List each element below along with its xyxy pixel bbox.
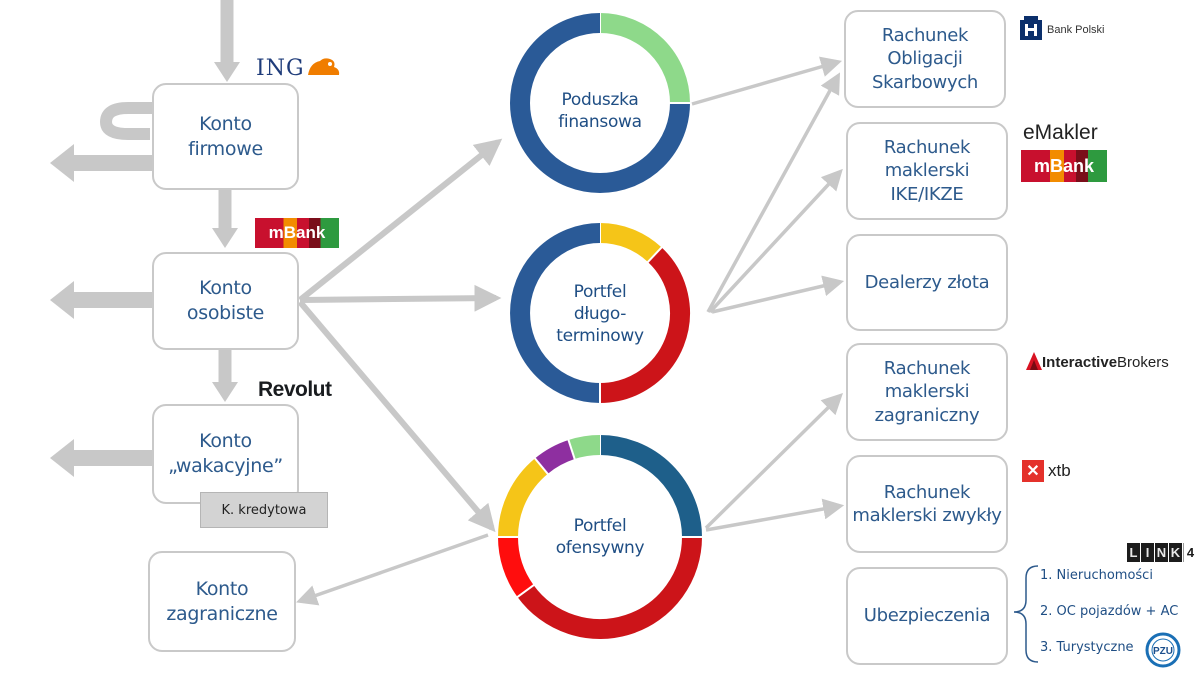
xtb-logo: xtb <box>1048 461 1071 480</box>
insurance-brace <box>1013 565 1039 663</box>
konto-firmowe-box[interactable]: Konto firmowe <box>152 83 299 190</box>
mbank-logo-small: mBank <box>255 218 339 248</box>
allocation-arrows <box>297 138 503 533</box>
flow-arrows-vertical <box>212 0 240 402</box>
rachunek-zagraniczny-box[interactable]: Rachunek maklerski zagraniczny <box>846 343 1008 441</box>
konto-zagraniczne-box[interactable]: Konto zagraniczne <box>148 551 296 652</box>
ring-label-offensive: Portfel ofensywny <box>555 515 645 558</box>
konto-osobiste-box[interactable]: Konto osobiste <box>152 252 299 350</box>
link4-letter: N <box>1155 543 1168 562</box>
insurance-item-3: 3. Turystyczne <box>1040 640 1134 655</box>
link4-letter: K <box>1169 543 1182 562</box>
loop-arrow <box>99 102 152 140</box>
outflow-arrows <box>50 144 152 477</box>
interactive-brokers-bold: Interactive <box>1042 354 1118 371</box>
rachunek-zwykly-box[interactable]: Rachunek maklerski zwykły <box>846 455 1008 553</box>
ring-cushion <box>510 12 691 193</box>
ring-segment-offensive-4 <box>534 439 575 475</box>
mbank-logo-large: mBank <box>1021 150 1107 182</box>
ring-separator <box>567 438 576 461</box>
emakler-logo: eMakler <box>1023 121 1098 144</box>
ring-segment-offensive-5 <box>568 435 601 460</box>
ring-segment-cushion-0 <box>599 13 690 104</box>
revolut-logo: Revolut <box>258 378 332 401</box>
ring-segment-cushion-1 <box>510 13 690 193</box>
pzu-logo-text: PZU <box>1153 646 1173 657</box>
ring-separator <box>646 245 664 264</box>
ring-segment-offensive-1 <box>517 536 702 639</box>
xtb-icon: ✕ <box>1022 460 1044 482</box>
distribution-arrows <box>296 56 845 606</box>
ring-separator <box>533 456 550 476</box>
ubezpieczenia-box[interactable]: Ubezpieczenia <box>846 567 1008 665</box>
pko-logo-text: Bank Polski <box>1047 24 1105 36</box>
ring-label-cushion: Poduszka finansowa <box>558 89 642 132</box>
ring-longterm <box>510 222 690 404</box>
konto-wakacyjne-box[interactable]: Konto „wakacyjne” <box>152 404 299 504</box>
ring-segment-offensive-2 <box>498 536 534 597</box>
dealerzy-zlota-box[interactable]: Dealerzy złota <box>846 234 1008 331</box>
ing-lion-icon <box>308 58 340 75</box>
ring-segment-longterm-2 <box>510 223 601 403</box>
insurance-item-2: 2. OC pojazdów + AC <box>1040 604 1179 619</box>
rachunek-obligacji-box[interactable]: Rachunek Obligacji Skarbowych <box>844 10 1006 108</box>
ring-segment-longterm-1 <box>599 247 690 403</box>
ring-offensive <box>497 434 703 639</box>
interactive-brokers-icon <box>1026 352 1042 370</box>
ring-label-longterm: Portfel długo- terminowy <box>556 281 644 347</box>
credit-card-tag: K. kredytowa <box>200 492 328 528</box>
link4-letter: 4 <box>1183 543 1197 562</box>
ring-segment-offensive-3 <box>498 458 548 538</box>
ing-logo: ING <box>256 56 305 81</box>
ring-separator <box>516 583 536 599</box>
rachunek-ike-box[interactable]: Rachunek maklerski IKE/IKZE <box>846 122 1008 220</box>
link4-letter: I <box>1141 543 1154 562</box>
pko-logo-icon <box>1020 16 1042 40</box>
link4-letter: L <box>1127 543 1140 562</box>
interactive-brokers-logo: InteractiveBrokers <box>1042 354 1169 371</box>
interactive-brokers-rest: Brokers <box>1117 354 1169 371</box>
pzu-logo-icon: PZU <box>1145 632 1181 668</box>
insurance-item-1: 1. Nieruchomości <box>1040 568 1153 583</box>
ring-segment-longterm-0 <box>599 223 662 263</box>
ring-segment-offensive-0 <box>599 435 702 538</box>
